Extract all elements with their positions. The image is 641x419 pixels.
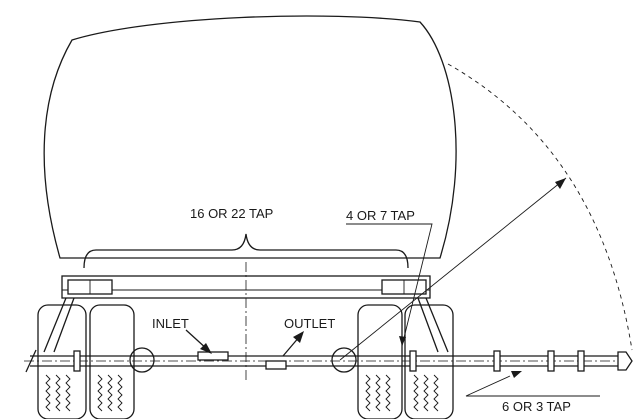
bottom-taps-leader: [465, 375, 600, 397]
label-outlet: OUTLET: [284, 316, 335, 331]
junction-circle-left: [129, 347, 155, 373]
spray-bar-break: [25, 349, 37, 373]
radius-line: [339, 177, 567, 361]
label-top-taps: 16 OR 22 TAP: [190, 206, 273, 221]
label-bottom-taps: 6 OR 3 TAP: [502, 399, 571, 414]
tire-treads: [45, 374, 439, 412]
strut-left-inner: [53, 297, 75, 353]
pipe-collars: [73, 350, 585, 372]
strut-right-inner: [425, 297, 449, 353]
strut-right-outer: [417, 297, 439, 353]
side-taps-leader: [346, 223, 433, 347]
junction-circle-right: [331, 347, 357, 373]
radius-arrowhead: [555, 178, 566, 189]
label-inlet: INLET: [152, 316, 189, 331]
top-taps-brace: [83, 233, 409, 269]
strut-left-outer: [43, 297, 67, 353]
side-taps-arrowhead: [399, 336, 406, 346]
bottom-taps-arrowhead: [511, 371, 522, 378]
end-nozzle: [617, 351, 633, 371]
tire-left-outer: [37, 304, 87, 419]
spray-bar: [24, 355, 632, 367]
inlet-arrowhead: [200, 343, 212, 354]
spray-reach-arc: [447, 63, 633, 351]
outlet-fitting: [265, 360, 287, 370]
outlet-arrowhead: [293, 331, 304, 343]
tire-right-inner: [357, 304, 403, 419]
tank-body: [43, 15, 457, 259]
inlet-fitting: [197, 351, 229, 361]
tire-left-inner: [89, 304, 135, 419]
label-side-taps: 4 OR 7 TAP: [346, 208, 415, 223]
